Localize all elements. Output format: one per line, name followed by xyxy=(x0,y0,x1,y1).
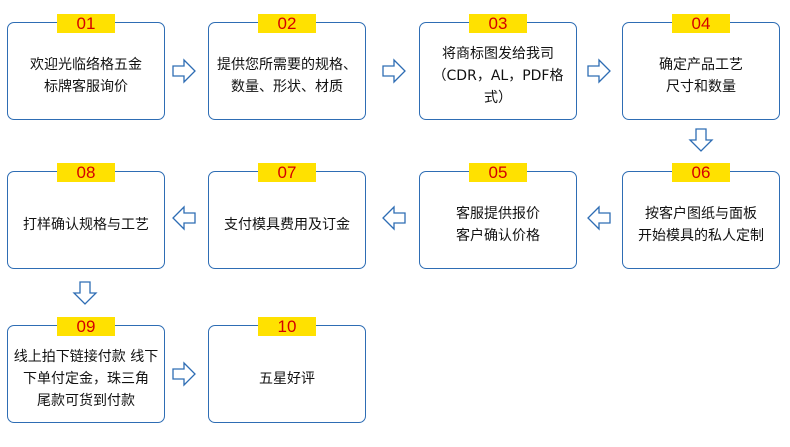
hollow-arrow-icon xyxy=(688,127,714,153)
step-08: 08 打样确认规格与工艺 xyxy=(7,163,165,269)
step-number-badge: 07 xyxy=(258,163,316,182)
hollow-arrow-icon xyxy=(586,205,612,231)
step-text: 打样确认规格与工艺 xyxy=(23,217,149,233)
step-number-badge: 02 xyxy=(258,14,316,33)
step-number-badge: 01 xyxy=(57,14,115,33)
step-07: 07 支付模具费用及订金 xyxy=(208,163,366,269)
step-text: 客服提供报价 客户确认价格 xyxy=(456,206,540,244)
hollow-arrow-icon xyxy=(171,361,197,387)
step-text: 按客户图纸与面板 开始模具的私人定制 xyxy=(638,206,764,244)
step-number-badge: 08 xyxy=(57,163,115,182)
step-04: 04 确定产品工艺 尺寸和数量 xyxy=(622,14,780,120)
step-text: 将商标图发给我司 （CDR，AL，PDF格式） xyxy=(432,46,564,106)
step-number-badge: 04 xyxy=(672,14,730,33)
hollow-arrow-icon xyxy=(72,280,98,306)
step-number-badge: 03 xyxy=(469,14,527,33)
step-number-badge: 10 xyxy=(258,317,316,336)
step-number-badge: 09 xyxy=(57,317,115,336)
step-09: 09 线上拍下链接付款 线下 下单付定金，珠三角 尾款可货到付款 xyxy=(7,317,165,423)
hollow-arrow-icon xyxy=(586,58,612,84)
step-number-badge: 05 xyxy=(469,163,527,182)
hollow-arrow-icon xyxy=(381,58,407,84)
step-03: 03 将商标图发给我司 （CDR，AL，PDF格式） xyxy=(419,14,577,120)
hollow-arrow-icon xyxy=(171,58,197,84)
step-06: 06 按客户图纸与面板 开始模具的私人定制 xyxy=(622,163,780,269)
step-text: 线上拍下链接付款 线下 下单付定金，珠三角 尾款可货到付款 xyxy=(13,349,159,409)
step-02: 02 提供您所需要的规格、 数量、形状、材质 xyxy=(208,14,366,120)
step-01: 01 欢迎光临络格五金 标牌客服询价 xyxy=(7,14,165,120)
step-text: 五星好评 xyxy=(259,371,315,387)
step-text: 欢迎光临络格五金 标牌客服询价 xyxy=(30,57,142,95)
hollow-arrow-icon xyxy=(381,205,407,231)
step-text: 确定产品工艺 尺寸和数量 xyxy=(659,57,743,95)
step-text: 提供您所需要的规格、 数量、形状、材质 xyxy=(217,57,357,95)
step-05: 05 客服提供报价 客户确认价格 xyxy=(419,163,577,269)
step-text: 支付模具费用及订金 xyxy=(224,217,350,233)
step-10: 10 五星好评 xyxy=(208,317,366,423)
hollow-arrow-icon xyxy=(171,205,197,231)
step-number-badge: 06 xyxy=(672,163,730,182)
